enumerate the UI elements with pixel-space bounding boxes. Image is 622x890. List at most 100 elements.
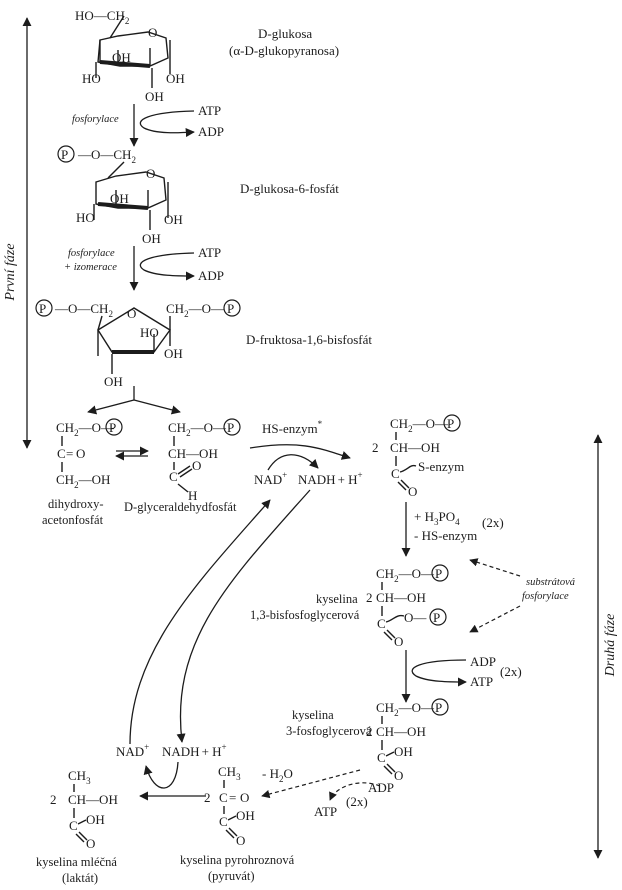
pg3-count: 2 — [366, 724, 373, 739]
g6p-phosphate-icon — [57, 145, 75, 163]
pg3-oh: OH — [394, 744, 413, 759]
pg3-ch-oh: CH—OH — [376, 724, 426, 739]
pyr-c1: C — [219, 790, 228, 805]
bpg-adp-atp-arrow — [411, 659, 467, 687]
pg3-structure: CH2—O— P 2 CH—OH C OH O — [366, 698, 449, 783]
thioester-structure: CH2—O— P 2 CH—OH C S-enzym O — [372, 414, 464, 499]
pyr-o2: O — [236, 833, 245, 848]
pg3-ch2-o: CH2—O— — [376, 700, 435, 718]
bpg-ch-oh: CH—OH — [376, 590, 426, 605]
bpg-o: O — [394, 634, 403, 649]
lactate-name-2: (laktát) — [62, 871, 98, 885]
g6p-oh-bottom: OH — [142, 231, 161, 246]
dhap-ch2-o: CH2—O— — [56, 420, 115, 438]
dhap-name-1: dihydroxy- — [48, 497, 104, 511]
second-phase-label: Druhá fáze — [603, 614, 618, 678]
g6p-o-ch2: —O—CH2 — [77, 147, 136, 165]
h3po4-label: + H3PO4 — [414, 509, 460, 527]
glucose-structure: HO—CH2 O HO OH OH OH — [75, 8, 185, 104]
first-phase-label: První fáze — [3, 243, 18, 301]
f16bp-oh-right: OH — [164, 346, 183, 361]
dhap-phosphate-icon — [105, 418, 123, 436]
step2-label-1: fosforylace — [68, 248, 115, 259]
pyr-adp: ADP — [368, 780, 394, 795]
nadh-to-nad-arrow — [143, 761, 179, 789]
pyr-times2: (2x) — [346, 794, 368, 809]
glucose-ring-o: O — [148, 25, 157, 40]
f16bp-ch2-o-right: CH2—O— — [166, 301, 225, 319]
step2-adp: ADP — [198, 268, 224, 283]
pg3-name-2: 3-fosfoglycerová — [286, 724, 372, 738]
f16bp-name: D-fruktosa-1,6-bisfosfát — [246, 332, 372, 347]
hs-enzym-label: HS-enzym* — [262, 419, 323, 436]
glucose-name: D-glukosa — [258, 26, 312, 41]
gap-ch2-o: CH2—O— — [168, 420, 227, 438]
substrate-phos-label-2: fosforylace — [522, 591, 569, 602]
bpg-p-2: P — [433, 610, 440, 625]
lactate-structure: CH3 2 CH—OH C OH O — [50, 768, 118, 851]
pg3-p: P — [435, 700, 442, 715]
step1-label: fosforylace — [72, 114, 119, 125]
f16bp-oh-bottom: OH — [104, 374, 123, 389]
bpg-structure: CH2—O— P 2 CH—OH C O— P O — [366, 564, 449, 649]
thio-o: O — [408, 484, 417, 499]
pyruvate-name-1: kyselina pyrohroznová — [180, 853, 295, 867]
thio-count: 2 — [372, 440, 379, 455]
split-arrow-left — [87, 399, 135, 415]
first-phase-axis: První fáze — [3, 17, 32, 449]
pyr-atp: ATP — [314, 804, 337, 819]
pg3-o: O — [394, 768, 403, 783]
gap-c: C — [169, 469, 178, 484]
step1-atp-adp-arrow — [139, 110, 195, 138]
gap-to-thioester-arrow — [249, 444, 351, 460]
gap-structure: CH2—O— P CH—OH C O H — [168, 418, 241, 503]
pyr-count: 2 — [204, 790, 211, 805]
lac-count: 2 — [50, 792, 57, 807]
glucose-oh-mid: OH — [112, 50, 131, 65]
pyr-oh: OH — [236, 808, 255, 823]
substrate-phos-arrow-down — [469, 605, 521, 633]
f16bp-p-left: P — [39, 301, 46, 316]
glucose-alias: (α-D-glukopyranosa) — [229, 43, 339, 58]
lac-ch-oh: CH—OH — [68, 792, 118, 807]
dhap-ch2-oh: CH2—OH — [56, 472, 110, 490]
red-nad: NAD+ — [116, 742, 149, 759]
gap-h: H — [188, 488, 197, 503]
bpg-phosphate-2-icon — [429, 608, 447, 626]
bpg-ch2-o: CH2—O— — [376, 566, 435, 584]
glucose-oh-right: OH — [166, 71, 185, 86]
substrate-phos-arrow-up — [469, 558, 521, 577]
dhap-structure: CH2—O— P C = O CH2—OH — [56, 418, 123, 490]
pg3-phosphate-icon — [431, 698, 449, 716]
g6p-oh-right: OH — [164, 212, 183, 227]
step1-atp: ATP — [198, 103, 221, 118]
f16bp-ring-o: O — [127, 306, 136, 321]
bpg-p-1: P — [435, 566, 442, 581]
dhap-o: O — [76, 446, 85, 461]
g6p-ring-o: O — [146, 166, 155, 181]
f16bp-phosphate-left-icon — [35, 299, 53, 317]
gap-name: D-glyceraldehydfosfát — [124, 500, 237, 514]
ox-nadh: NADH+ H+ — [298, 470, 363, 487]
h3po4-times2: (2x) — [482, 515, 504, 530]
g6p-p: P — [61, 147, 68, 162]
gap-ch-oh: CH—OH — [168, 446, 218, 461]
lactate-name-1: kyselina mléčná — [36, 855, 117, 869]
pyr-ch3: CH3 — [218, 764, 241, 782]
step2-atp-adp-arrow — [139, 252, 195, 281]
g6p-ho-left: HO — [76, 210, 95, 225]
thio-c: C — [391, 466, 400, 481]
bpg-adp: ADP — [470, 654, 496, 669]
pyruvate-name-2: (pyruvát) — [208, 869, 255, 883]
pg3-name-1: kyselina — [292, 708, 334, 722]
bpg-atp: ATP — [470, 674, 493, 689]
dhap-name-2: acetonfosfát — [42, 513, 104, 527]
g6p-structure: P —O—CH2 O HO OH OH OH — [57, 145, 183, 246]
pyruvate-structure: CH3 2 C = O C OH O — [204, 764, 255, 848]
pyr-o1: O — [240, 790, 249, 805]
f16bp-p-right: P — [227, 301, 234, 316]
bpg-name-2: 1,3-bisfosfoglycerová — [250, 608, 360, 622]
red-nadh: NADH+ H+ — [162, 742, 227, 759]
split-arrow-right — [133, 399, 181, 415]
f16bp-ho: HO — [140, 325, 159, 340]
